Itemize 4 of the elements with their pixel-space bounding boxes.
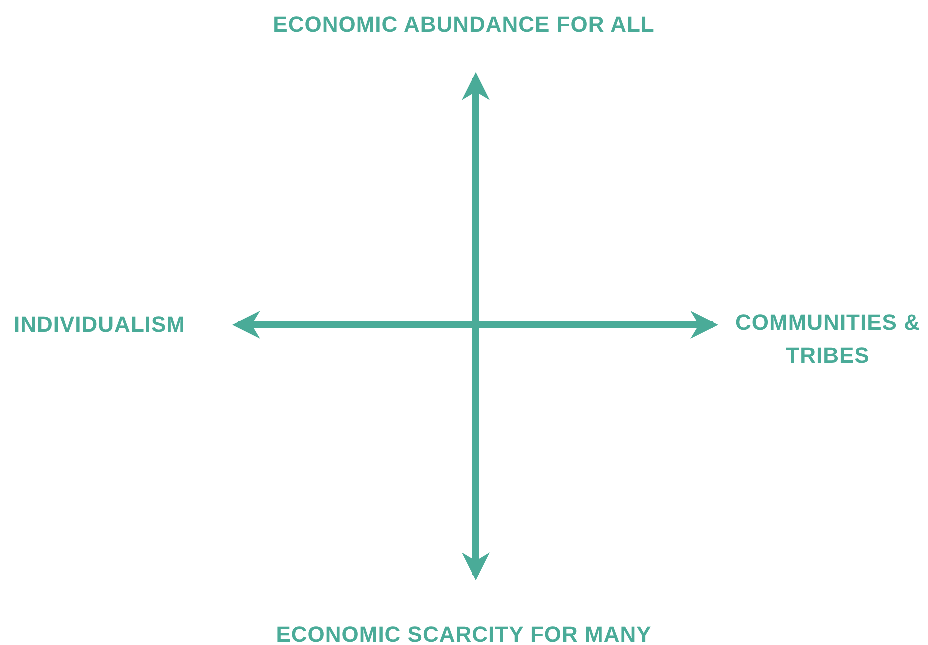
- axis-label: COMMUNITIES & TRIBES: [736, 310, 920, 368]
- axis-label: ECONOMIC SCARCITY FOR MANY: [276, 622, 652, 645]
- axis-label: INDIVIDUALISM: [14, 312, 186, 337]
- axis-label: ECONOMIC ABUNDANCE FOR ALL: [273, 12, 655, 37]
